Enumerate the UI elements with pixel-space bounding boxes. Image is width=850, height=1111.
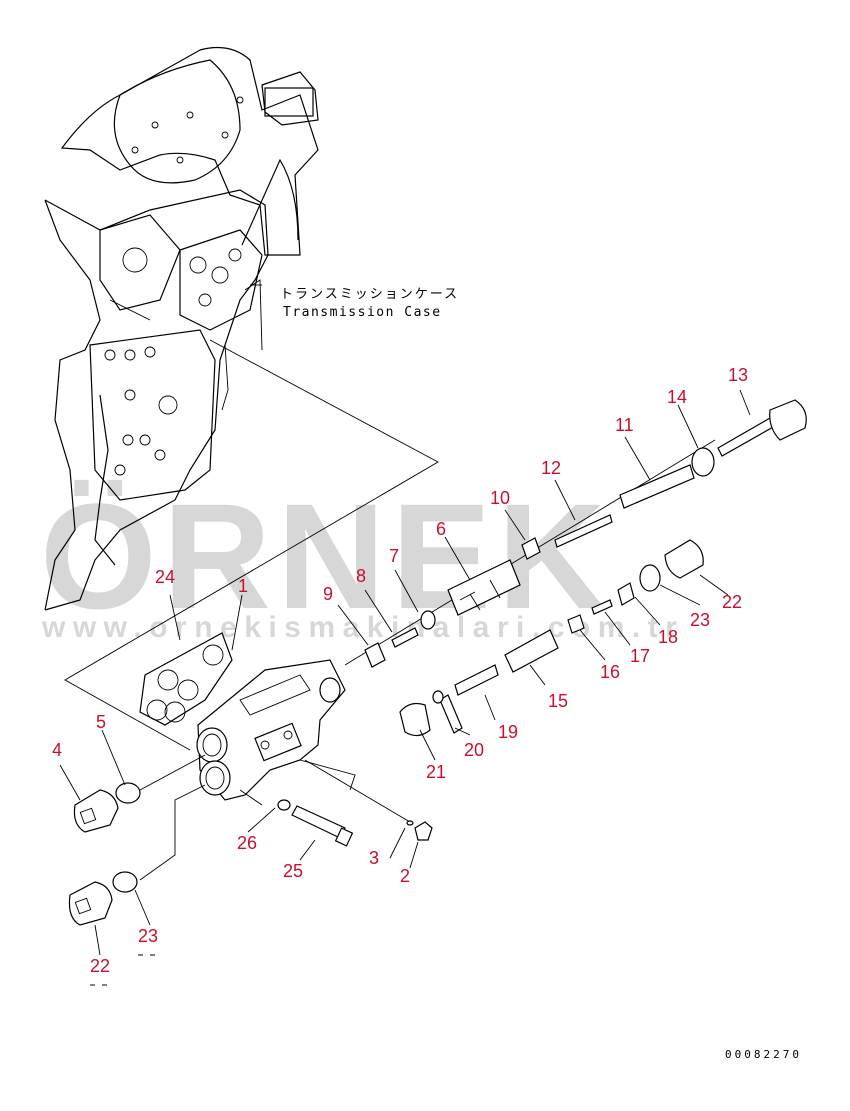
pin-20	[439, 694, 463, 734]
callout-9: 9	[323, 584, 333, 604]
caption-jp: トランスミッションケース	[280, 287, 459, 302]
washer-18	[617, 582, 635, 606]
callout-21: 21	[426, 762, 446, 782]
callout-20: 20	[464, 740, 484, 760]
retainer-9	[364, 642, 386, 668]
plug-21	[399, 702, 431, 737]
callout-23-upper: 23	[690, 610, 710, 630]
callout-18: 18	[658, 627, 678, 647]
washer-7	[420, 610, 436, 630]
callout-25: 25	[283, 861, 303, 881]
leader-lines	[59, 389, 751, 956]
gasket-24	[139, 632, 233, 726]
washer-20	[432, 690, 444, 704]
callout-11: 11	[615, 415, 634, 435]
callout-8: 8	[356, 566, 366, 586]
spring-11	[619, 464, 695, 509]
callout-6: 6	[436, 519, 446, 539]
nut-2	[414, 821, 433, 841]
callout-17: 17	[630, 646, 650, 666]
callout-16: 16	[600, 662, 620, 682]
callout-2: 2	[400, 866, 410, 886]
valve-body-1	[196, 659, 356, 806]
watermark-brand: ÖRNEK	[40, 472, 612, 640]
spring-19	[454, 664, 499, 696]
callout-labels: 1 2 3 4 5 6 7 8 9 10 11 12 13 14 15 16 1…	[52, 365, 748, 976]
plug-22-upper	[664, 539, 704, 579]
callout-19: 19	[498, 722, 518, 742]
callout-3: 3	[369, 848, 379, 868]
spring-12	[554, 514, 613, 548]
callout-24: 24	[155, 567, 175, 587]
bolt-25	[291, 805, 354, 847]
o-ring-5	[115, 782, 141, 804]
callout-5: 5	[96, 712, 106, 732]
callout-4: 4	[52, 740, 62, 760]
callout-7: 7	[389, 546, 399, 566]
pin-3	[406, 820, 414, 826]
pin-10	[521, 537, 541, 560]
spool-15	[504, 629, 559, 673]
o-ring-23-upper	[639, 564, 661, 592]
callout-14: 14	[667, 387, 687, 407]
plug-22-lower	[68, 881, 113, 926]
spool-assembly-upper	[344, 399, 807, 668]
callout-13: 13	[728, 365, 748, 385]
callout-15: 15	[548, 691, 568, 711]
callout-10: 10	[490, 488, 510, 508]
spring-8	[391, 627, 419, 648]
o-ring-14	[691, 447, 715, 477]
spring-17	[591, 599, 613, 615]
drawing-number: 00082270	[725, 1048, 802, 1061]
plunger-13	[717, 399, 807, 457]
callout-12: 12	[541, 458, 561, 478]
plug-4	[73, 789, 119, 833]
callout-22-lower: 22	[90, 956, 110, 976]
caption-en: Transmission Case	[283, 305, 442, 320]
spool-6	[447, 559, 521, 616]
spool-assembly-lower	[399, 539, 704, 737]
retainer-16	[567, 614, 585, 634]
callout-23-lower: 23	[138, 926, 158, 946]
callout-1: 1	[238, 576, 248, 596]
transmission-case-drawing	[44, 47, 319, 611]
callout-26: 26	[237, 833, 257, 853]
callout-22-upper: 22	[722, 592, 742, 612]
washer-26	[277, 799, 291, 811]
o-ring-23-lower	[112, 871, 138, 893]
